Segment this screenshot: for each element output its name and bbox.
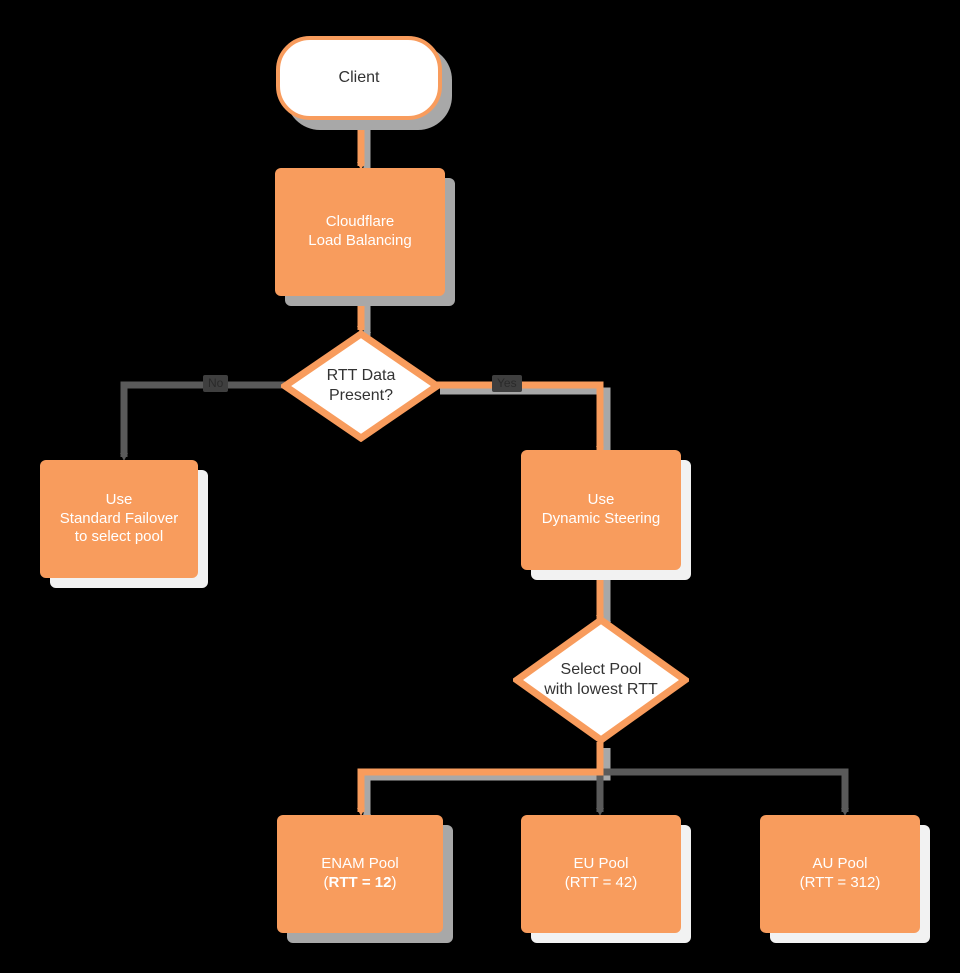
diamond-shape-rtt-present xyxy=(281,330,441,442)
node-eu-pool-rtt-value: RTT = 42 xyxy=(569,874,633,891)
edge-label-no: No xyxy=(203,375,229,393)
node-enam-pool-rtt-close: ) xyxy=(391,874,397,891)
node-au-pool-name: AU Pool xyxy=(812,855,868,873)
node-eu-pool-label: EU Pool(RTT = 42) xyxy=(565,855,637,893)
node-au-pool-rtt-value: RTT = 312 xyxy=(804,874,876,891)
node-rtt-data-present-label: RTT Data Present? xyxy=(326,367,396,404)
node-eu-pool[interactable]: EU Pool(RTT = 42) xyxy=(521,815,681,933)
node-rtt-data-present[interactable]: RTT Data Present? xyxy=(281,330,441,442)
node-enam-pool-rtt-open: ( xyxy=(323,874,329,891)
node-au-pool-rtt-open: ( xyxy=(799,874,805,891)
node-dynamic-steering[interactable]: Use Dynamic Steering xyxy=(521,450,681,570)
node-enam-pool[interactable]: ENAM Pool(RTT = 12) xyxy=(277,815,443,933)
node-client[interactable]: Client xyxy=(276,36,442,120)
node-cloudflare-load-balancing[interactable]: Cloudflare Load Balancing xyxy=(275,168,445,296)
node-enam-pool-rtt-value: RTT = 12 xyxy=(328,874,392,891)
node-au-pool-rtt-close: ) xyxy=(875,874,881,891)
diamond-shape-select-pool xyxy=(513,616,689,744)
node-au-pool-label: AU Pool (RTT = 312) xyxy=(800,855,881,893)
node-enam-pool-name: ENAM Pool xyxy=(321,855,399,873)
node-client-label: Client xyxy=(338,69,380,86)
node-cloudflare-load-balancing-label: Cloudflare Load Balancing xyxy=(308,213,412,249)
edge-label-yes: Yes xyxy=(492,375,522,393)
node-au-pool[interactable]: AU Pool (RTT = 312) xyxy=(760,815,920,933)
node-enam-pool-label: ENAM Pool(RTT = 12) xyxy=(321,855,399,893)
node-eu-pool-rtt-open: ( xyxy=(564,874,570,891)
node-eu-pool-name: EU Pool xyxy=(573,855,629,873)
node-standard-failover[interactable]: Use Standard Failover to select pool xyxy=(40,460,198,578)
node-select-pool-lowest-rtt-label: Select Pool with lowest RTT xyxy=(544,661,658,698)
node-select-pool-lowest-rtt[interactable]: Select Pool with lowest RTT xyxy=(513,616,689,744)
node-eu-pool-rtt-close: ) xyxy=(632,874,638,891)
node-dynamic-steering-label: Use Dynamic Steering xyxy=(541,491,661,527)
node-standard-failover-label: Use Standard Failover to select pool xyxy=(59,490,179,546)
